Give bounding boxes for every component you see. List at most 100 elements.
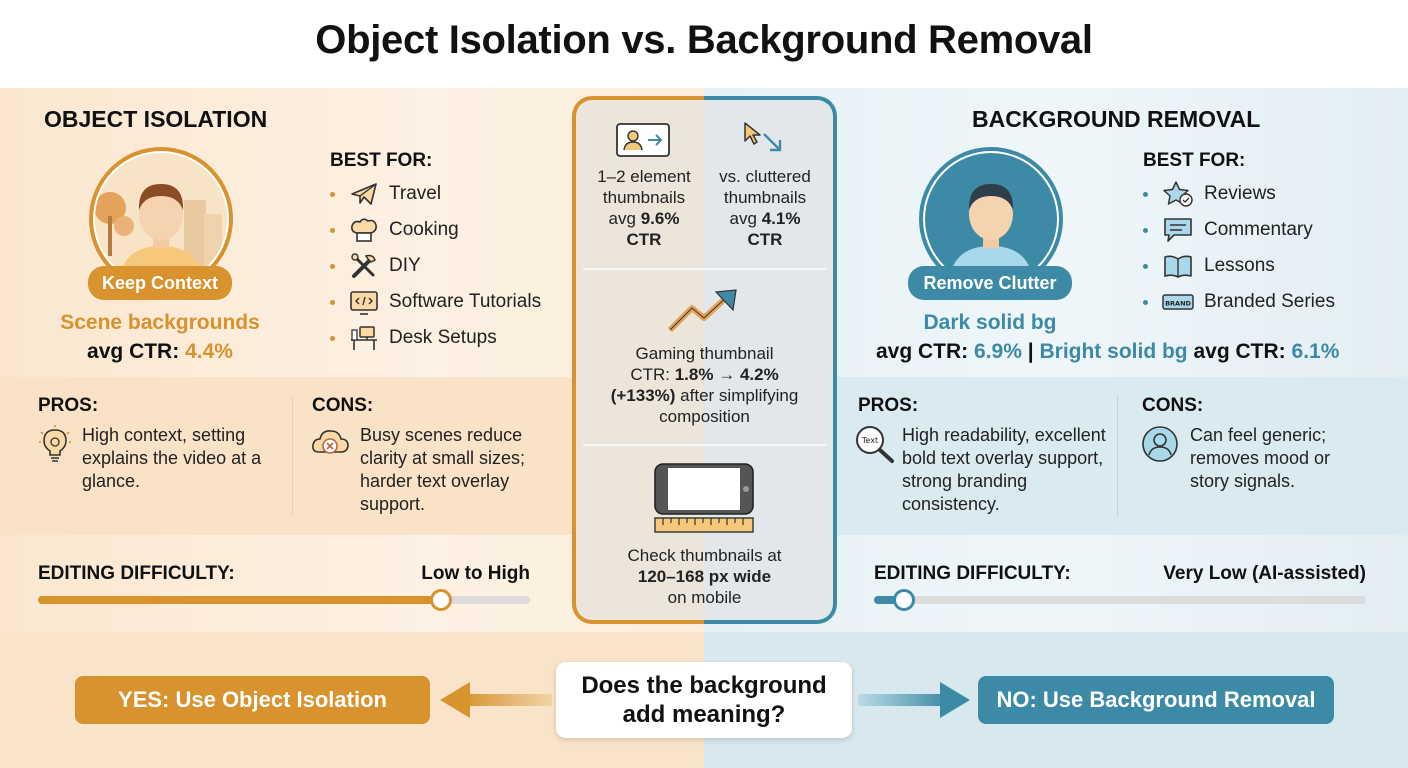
right-cons-title: CONS: [1142, 395, 1204, 416]
c1-ctr: CTR [626, 230, 662, 249]
left-pros-text: High context, setting explains the video… [82, 425, 262, 491]
left-stat-label: Scene backgrounds [60, 311, 260, 334]
star-badge-icon [1163, 181, 1193, 207]
list-item: Lessons [1143, 248, 1335, 284]
center-gaming-text: Gaming thumbnail CTR: 1.8% → 4.2% (+133%… [583, 343, 826, 427]
c2-value: 4.1% [761, 209, 801, 228]
cloud-x-icon [312, 430, 349, 454]
gaming-rest: after simplifying [680, 386, 799, 405]
left-stat-value: 4.4% [185, 340, 233, 363]
person-scene-avatar-icon [89, 147, 233, 291]
right-difficulty-value: Very Low (AI-assisted) [1163, 563, 1366, 584]
cursor-arrows-icon [744, 122, 782, 152]
right-header: BACKGROUND REMOVAL [972, 106, 1261, 132]
right-pros-text: High readability, excellent bold text ov… [902, 425, 1106, 514]
trend-up-arrow-icon [667, 289, 737, 333]
list-item-label: Travel [389, 183, 442, 204]
left-difficulty-title: EDITING DIFFICULTY: [38, 563, 235, 584]
gaming-from: 1.8% [674, 365, 714, 384]
left-cons-title: CONS: [312, 395, 374, 416]
generic-person-icon [1142, 426, 1178, 462]
center-cell-1-right-text: vs. cluttered thumbnails avg 4.1% CTR [704, 166, 826, 250]
decision-question-box: Does the background add meaning? [556, 662, 852, 738]
brand-badge-text: BRAND [1165, 300, 1191, 308]
list-item: BRAND Branded Series [1143, 284, 1335, 320]
mobile-size: 120–168 px wide [637, 567, 772, 586]
list-item: DIY [330, 248, 541, 284]
desk-icon [351, 326, 377, 350]
tools-icon [351, 253, 376, 278]
c2-line: vs. cluttered [719, 167, 811, 186]
right-best-for-title: BEST FOR: [1143, 150, 1246, 171]
right-difficulty-knob [893, 589, 915, 611]
left-stat-prefix: avg CTR: [87, 340, 180, 363]
gaming-arrow: → [718, 365, 736, 384]
brand-tag-icon: BRAND [1162, 294, 1194, 310]
chef-hat-icon [351, 218, 377, 242]
c1-avg: avg [608, 209, 636, 228]
center-panel-left-frame [572, 96, 705, 624]
c1-value: 9.6% [640, 209, 680, 228]
center-cell-1-left-text: 1–2 element thumbnails avg 9.6% CTR [583, 166, 705, 250]
left-cons-text: Busy scenes reduce clarity at small size… [360, 425, 526, 514]
remove-clutter-pill: Remove Clutter [908, 266, 1072, 300]
code-window-icon [350, 291, 378, 315]
c2-avg: avg [729, 209, 757, 228]
list-item: Software Tutorials [330, 284, 541, 320]
gaming-pct: (+133%) [610, 386, 676, 405]
use-background-removal-button: NO: Use Background Removal [978, 676, 1334, 724]
speech-bubble-icon [1164, 218, 1192, 242]
list-item-label: Software Tutorials [389, 291, 542, 312]
right-stat2-prefix: avg CTR: [1193, 340, 1286, 363]
mobile-line: on mobile [667, 588, 742, 607]
list-item-label: Cooking [389, 219, 459, 240]
left-pros-cons-divider [292, 396, 293, 516]
left-pros-title: PROS: [38, 395, 99, 416]
right-difficulty-fill [874, 596, 904, 604]
list-item-label: DIY [389, 255, 421, 276]
list-item-label: Reviews [1204, 183, 1276, 204]
right-pros-title: PROS: [858, 395, 919, 416]
list-item: Commentary [1143, 212, 1335, 248]
decision-line: add meaning? [622, 701, 786, 728]
c1-line: 1–2 element [597, 167, 691, 186]
mobile-phone-ruler-icon [654, 463, 754, 533]
left-difficulty-fill [38, 596, 441, 604]
gaming-line: Gaming thumbnail [635, 344, 774, 363]
airplane-icon [351, 183, 377, 205]
list-item: Travel [330, 176, 541, 212]
left-arrow-icon [440, 682, 552, 718]
right-stat2-label: Bright solid bg [1039, 340, 1188, 363]
right-stat-separator: | [1027, 340, 1034, 363]
center-mobile-text: Check thumbnails at 120–168 px wide on m… [583, 545, 826, 608]
list-item: Cooking [330, 212, 541, 248]
right-stat: avg CTR: 6.9% | Bright solid bg avg CTR:… [876, 340, 1339, 364]
center-separator [583, 268, 826, 270]
center-panel-right-frame [704, 96, 837, 624]
c1-line: thumbnails [602, 188, 686, 207]
c2-line: thumbnails [723, 188, 807, 207]
right-stat2-value: 6.1% [1291, 340, 1340, 363]
use-object-isolation-button: YES: Use Object Isolation [75, 676, 430, 724]
list-item: Desk Setups [330, 320, 541, 356]
right-stat-label: Dark solid bg [923, 311, 1057, 334]
open-book-icon [1164, 255, 1192, 278]
right-stat-prefix: avg CTR: [876, 340, 969, 363]
left-best-for-title: BEST FOR: [330, 150, 433, 171]
right-difficulty-title: EDITING DIFFICULTY: [874, 563, 1071, 584]
list-item-label: Branded Series [1204, 291, 1335, 312]
page-title: Object Isolation vs. Background Removal [315, 18, 1093, 62]
list-item-label: Commentary [1204, 219, 1313, 240]
right-best-for-list: Reviews Commentary Lessons BRAND Branded… [1143, 176, 1335, 320]
gaming-line: composition [659, 407, 750, 426]
left-difficulty-track [38, 596, 530, 604]
left-difficulty-knob [430, 589, 452, 611]
single-element-thumbnail-icon [616, 123, 670, 157]
list-item-label: Desk Setups [389, 327, 497, 348]
right-arrow-icon [858, 682, 970, 718]
decision-line: Does the background [581, 672, 827, 699]
lightbulb-icon [39, 425, 71, 462]
right-difficulty-track [874, 596, 1366, 604]
left-stat: avg CTR: 4.4% [40, 340, 280, 364]
gaming-to: 4.2% [739, 365, 779, 384]
